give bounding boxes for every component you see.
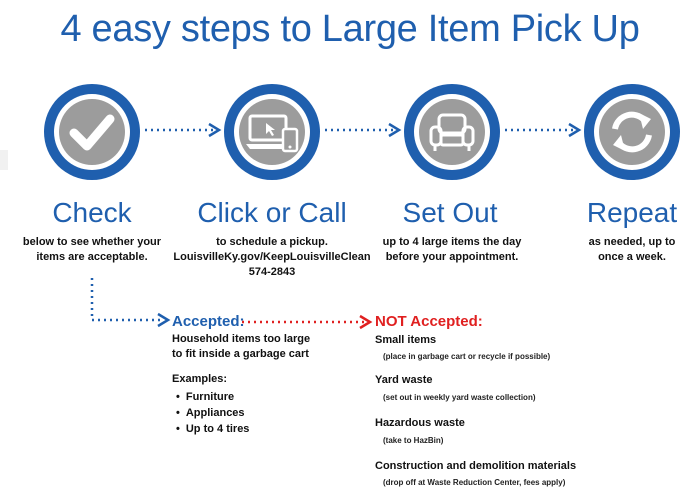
repeat-arrows-icon	[612, 111, 652, 153]
step-title-set-out: Set Out	[402, 197, 498, 228]
step-set-out-badge	[404, 84, 500, 180]
step-desc-check: below to see whether your items are acce…	[22, 236, 162, 263]
checkmark-icon	[69, 114, 115, 151]
not-accepted-heading: NOT Accepted:	[375, 313, 483, 330]
step-connector-arrow	[145, 122, 222, 138]
step-title-repeat: Repeat	[586, 197, 678, 228]
not-accepted-note: (place in garbage cart or recycle if pos…	[383, 352, 551, 361]
armchair-icon	[429, 113, 475, 151]
not-accepted-note: (set out in weekly yard waste collection…	[383, 393, 536, 402]
step-title-check: Check	[52, 197, 132, 228]
list-item: Up to 4 tires	[176, 421, 250, 437]
step-connector-arrow	[505, 122, 582, 138]
step-connector-arrow	[325, 122, 402, 138]
not-accepted-note: (take to HazBin)	[383, 436, 444, 445]
not-accepted-item: Yard waste	[375, 374, 433, 386]
step-desc-set-out: up to 4 large items the day before your …	[382, 236, 522, 263]
not-accepted-item: Hazardous waste	[375, 417, 465, 429]
step-title-click-call: Click or Call	[197, 197, 347, 228]
list-item: Furniture	[176, 389, 249, 405]
list-item: Appliances	[176, 405, 249, 421]
step-repeat-badge	[584, 84, 680, 180]
edge-strip	[0, 150, 8, 170]
accepted-to-not-accepted-arrow	[242, 314, 373, 330]
not-accepted-item: Small items	[375, 334, 437, 346]
accepted-description: Household items too large to fit inside …	[172, 333, 311, 360]
accepted-examples-list: Furniture Appliances Up to 4 tires	[176, 389, 250, 437]
step-check-badge	[44, 84, 140, 180]
page-title: 4 easy steps to Large Item Pick Up	[60, 8, 640, 50]
accepted-heading: Accepted:	[172, 313, 245, 330]
check-to-accepted-arrow	[90, 278, 171, 328]
computer-phone-icon	[246, 114, 299, 153]
not-accepted-note: (drop off at Waste Reduction Center, fee…	[383, 478, 566, 487]
step-click-call-badge	[224, 84, 320, 180]
step-desc-click-call: to schedule a pickup. LouisvilleKy.gov/K…	[173, 236, 371, 278]
examples-label: Examples:	[172, 373, 228, 385]
not-accepted-item: Construction and demolition materials	[375, 460, 577, 472]
step-desc-repeat: as needed, up to once a week.	[588, 236, 676, 263]
